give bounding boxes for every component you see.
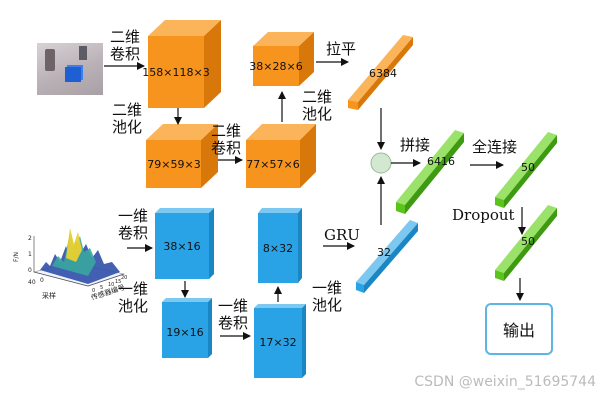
concat-node	[370, 152, 392, 174]
green-fc-bar-2: 50	[495, 205, 557, 281]
plot-z-tick: 2	[28, 235, 32, 242]
label-conv1d-1: 一维卷积	[118, 207, 149, 242]
dim-label: 79×59×3	[147, 158, 200, 171]
blue-block-38x16: 38×16	[155, 208, 214, 279]
blue-block-19x16: 19×16	[162, 298, 212, 358]
blue-block-17x32: 17×32	[254, 304, 306, 378]
label-conv2d-2: 二维卷积	[211, 122, 242, 157]
label-dropout: Dropout	[452, 206, 515, 224]
blue-cube-shape	[65, 67, 81, 82]
dim-label: 17×32	[259, 336, 296, 349]
gripper-shape	[79, 46, 87, 60]
plot-y-tick: 5	[100, 285, 103, 291]
label-fc: 全连接	[472, 138, 518, 156]
dim-label: 19×16	[166, 326, 203, 339]
plot-x-label: 采样	[42, 291, 56, 300]
plot-y-tick: 15	[115, 279, 121, 285]
plot-y-tick: 10	[108, 282, 114, 288]
robot-arm-shape	[45, 49, 55, 71]
dim-label: 50	[521, 235, 535, 248]
watermark: CSDN @weixin_51695744	[414, 374, 596, 390]
orange-flatten-bar: 6384	[348, 35, 413, 110]
orange-block-158x118x3: 158×118×3	[142, 20, 221, 108]
dim-label: 158×118×3	[142, 66, 209, 79]
robot-cube-photo	[37, 43, 103, 95]
dim-label: 32	[377, 246, 391, 259]
plot-z-label: F/N	[13, 252, 20, 262]
orange-block-38x28x6: 38×28×6	[249, 32, 314, 86]
arrows	[104, 58, 526, 340]
plot-y-tick: 20	[121, 275, 127, 281]
label-conv1d-2: 一维卷积	[218, 297, 249, 332]
plot-x-tick: 40	[28, 279, 36, 286]
label-conv2d-1: 二维卷积	[110, 28, 141, 63]
plot-y-tick: 0	[92, 288, 95, 294]
plot-z-tick: 0	[28, 267, 32, 274]
output-box: 输出	[485, 303, 553, 355]
plot-peak	[66, 228, 82, 262]
label-concat: 拼接	[400, 136, 431, 154]
label-flatten: 拉平	[326, 40, 357, 58]
dim-label: 8×32	[263, 242, 293, 255]
plot-z-tick: 1	[28, 251, 32, 258]
label-gru: GRU	[324, 226, 360, 244]
dim-label: 6384	[369, 67, 397, 80]
plot-y-axis	[87, 273, 125, 287]
dim-label: 77×57×6	[246, 158, 299, 171]
output-label: 输出	[502, 321, 535, 340]
green-concat-bar: 6416	[396, 130, 464, 214]
dim-label: 50	[521, 161, 535, 174]
dim-label: 38×16	[163, 240, 200, 253]
orange-block-77x57x6: 77×57×6	[246, 124, 316, 188]
label-pool2d-2: 二维池化	[302, 88, 333, 123]
plot-x-axis	[33, 271, 89, 287]
plot-x-tick: 0	[40, 277, 44, 284]
orange-block-79x59x3: 79×59×3	[146, 124, 218, 188]
dim-label: 6416	[427, 155, 455, 168]
blue-block-8x32: 8×32	[258, 208, 302, 283]
blue-gru-bar: 32	[356, 220, 418, 293]
label-pool2d-1: 二维池化	[112, 101, 143, 136]
sensor-force-plot: F/N 2 1 0 0 40 采样 0 5 10 15 20 传感器编号	[13, 228, 127, 302]
label-pool1d-1: 一维池化	[118, 280, 149, 315]
label-pool1d-2: 一维池化	[312, 279, 343, 314]
dim-label: 38×28×6	[249, 60, 302, 73]
green-fc-bar-1: 50	[495, 132, 557, 208]
